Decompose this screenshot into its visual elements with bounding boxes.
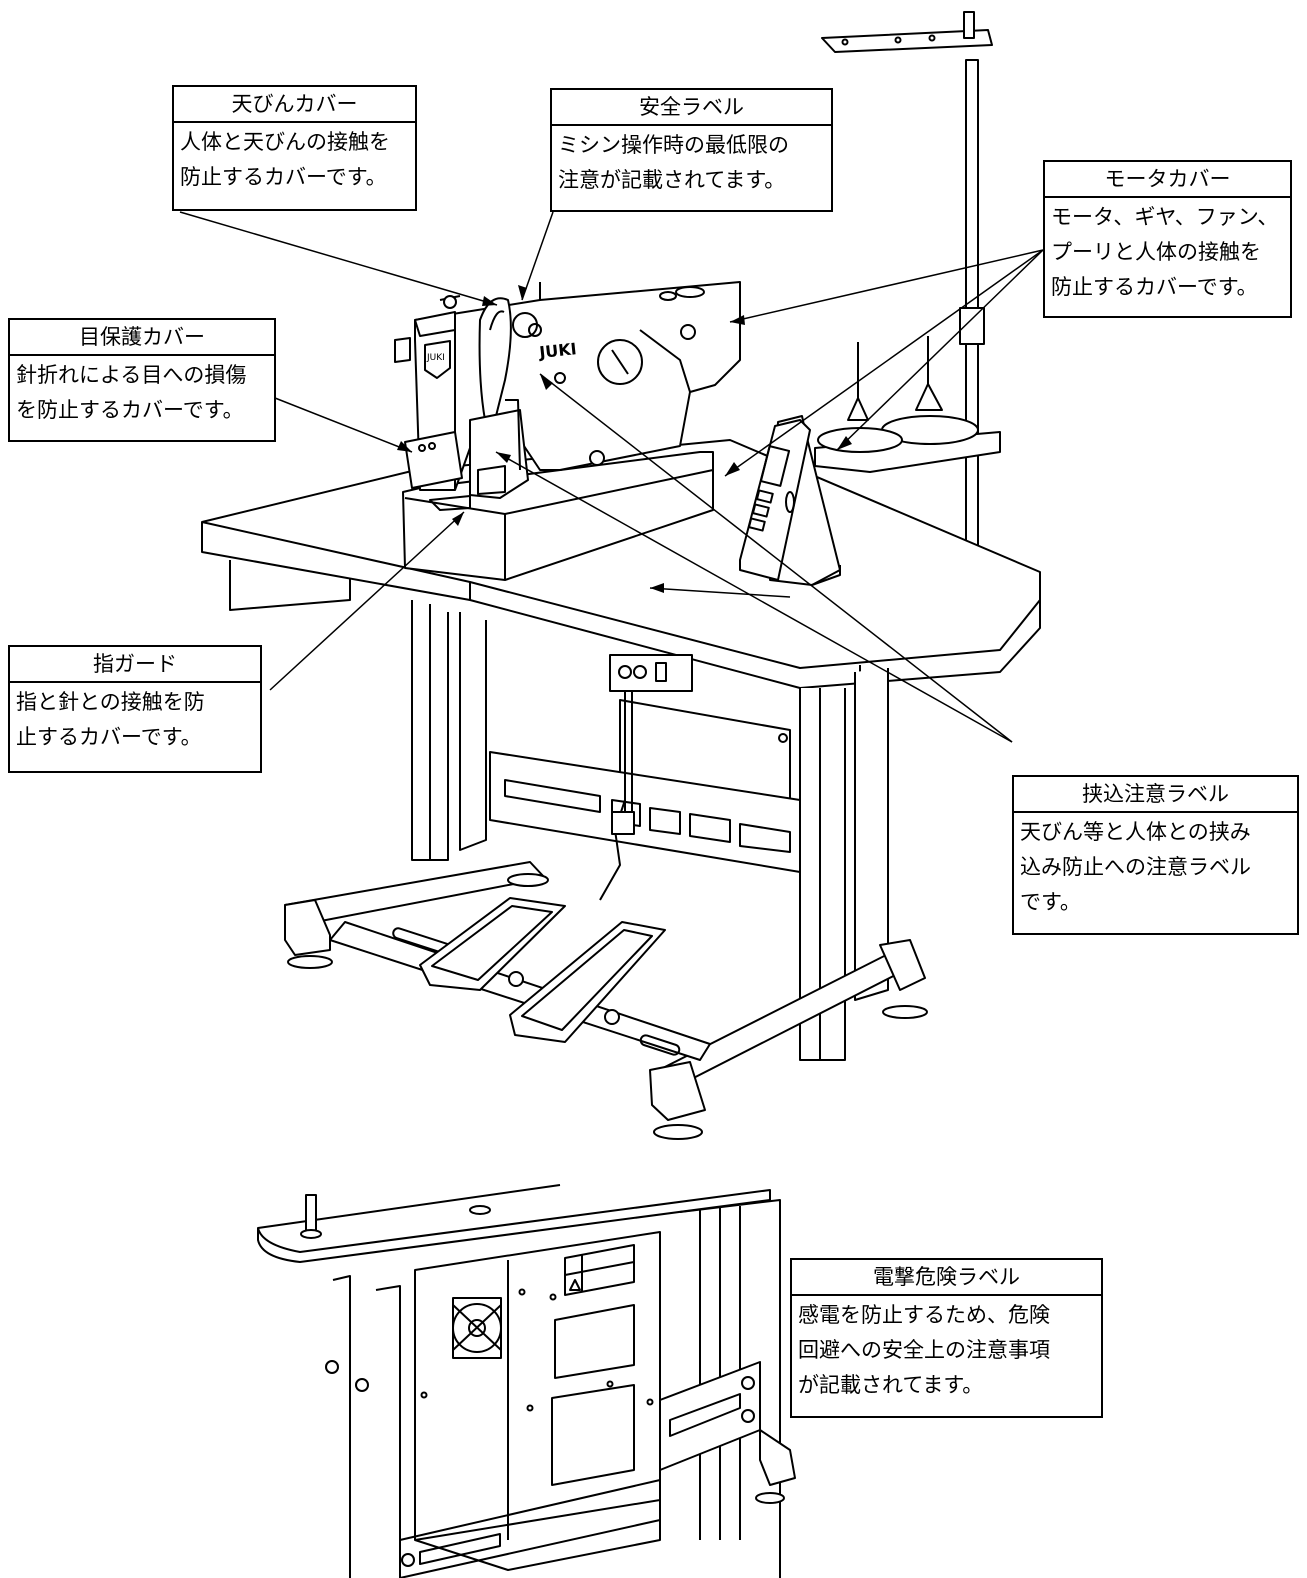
machine-logo: JUKI: [537, 339, 577, 362]
callout-body: 針折れによる目への損傷 を防止するカバーです。: [16, 363, 247, 422]
callout-title: 指ガード: [10, 647, 260, 683]
callout-title: モータカバー: [1045, 162, 1290, 198]
callout-thread-take-up-cover: 天びんカバー 人体と天びんの接触を 防止するカバーです。: [172, 85, 417, 211]
callout-body: モータ、ギヤ、ファン、 プーリと人体の接触を 防止するカバーです。: [1051, 205, 1279, 299]
callout-body: ミシン操作時の最低限の 注意が記載されてます。: [558, 133, 789, 192]
leader-lines: [179, 211, 1044, 743]
callout-motor-cover: モータカバー モータ、ギヤ、ファン、 プーリと人体の接触を 防止するカバーです。: [1043, 160, 1292, 318]
sewing-machine-head: JUKI JUKI: [394, 281, 741, 581]
logo-small: JUKI: [426, 353, 445, 363]
callout-title: 目保護カバー: [10, 320, 274, 356]
callout-title: 電撃危険ラベル: [792, 1260, 1101, 1296]
operation-panel: [739, 415, 841, 586]
callout-body: 感電を防止するため、危険 回避への安全上の注意事項 が記載されてます。: [798, 1303, 1050, 1397]
thread-stand: [814, 11, 1001, 578]
leader-arrowheads: [397, 285, 852, 593]
callout-electric-shock-label: 電撃危険ラベル 感電を防止するため、危険 回避への安全上の注意事項 が記載されて…: [790, 1258, 1103, 1418]
callout-title: 安全ラベル: [552, 90, 831, 126]
callout-title: 天びんカバー: [174, 87, 415, 123]
callout-safety-label: 安全ラベル ミシン操作時の最低限の 注意が記載されてます。: [550, 88, 833, 212]
callout-title: 挟込注意ラベル: [1014, 777, 1297, 813]
callout-body: 人体と天びんの接触を 防止するカバーです。: [180, 130, 390, 189]
callout-finger-guard: 指ガード 指と針との接触を防 止するカバーです。: [8, 645, 262, 773]
control-box-view: [257, 1184, 796, 1578]
pedals: [419, 654, 693, 1043]
callout-body: 天びん等と人体との挟み 込み防止への注意ラベル です。: [1020, 820, 1251, 914]
callout-body: 指と針との接触を防 止するカバーです。: [16, 690, 205, 749]
callout-eye-guard: 目保護カバー 針折れによる目への損傷 を防止するカバーです。: [8, 318, 276, 442]
callout-pinch-caution-label: 挟込注意ラベル 天びん等と人体との挟み 込み防止への注意ラベル です。: [1012, 775, 1299, 935]
table-frame: [284, 600, 928, 1140]
